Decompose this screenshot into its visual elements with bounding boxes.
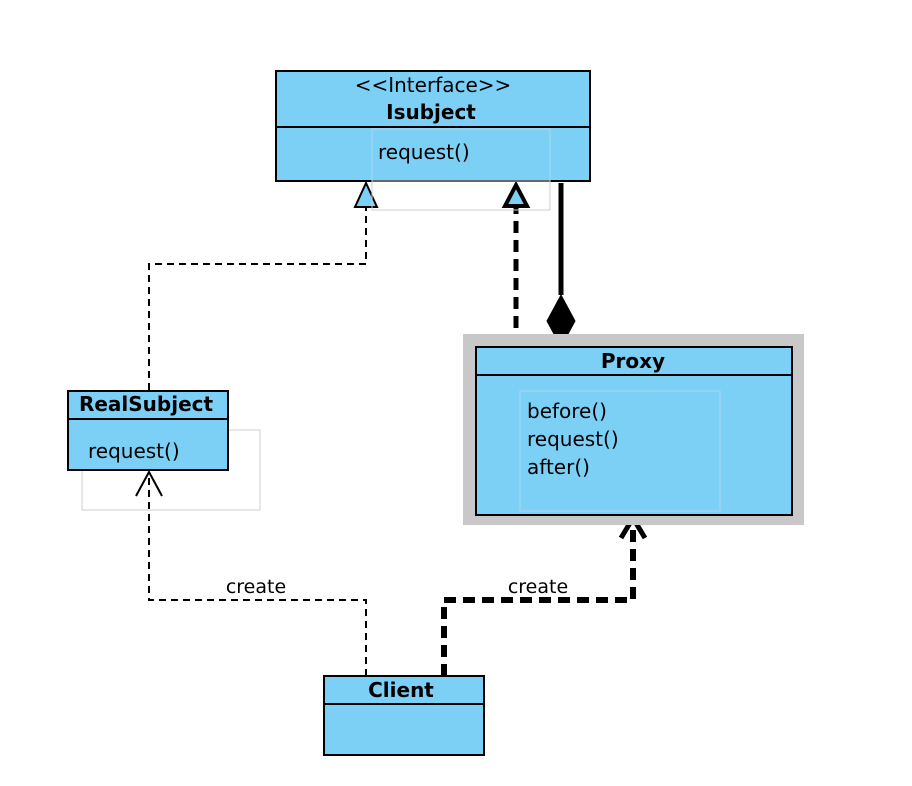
composition-proxy-isubject[interactable] <box>546 183 576 349</box>
operation-after: after() <box>527 455 590 479</box>
class-proxy[interactable]: Proxy before() request() after() <box>463 334 804 525</box>
operation-request: request() <box>527 427 619 451</box>
realization-arrowhead <box>501 180 531 208</box>
create-label-realsubject: create <box>226 576 286 598</box>
class-box <box>67 390 229 471</box>
interface-stereotype: <<Interface>> <box>355 73 512 97</box>
open-arrowhead <box>135 469 163 497</box>
class-realsubject[interactable]: RealSubject request() <box>67 390 261 511</box>
class-name: Client <box>368 678 434 702</box>
class-client[interactable]: Client <box>323 675 485 756</box>
create-label-proxy: create <box>508 576 568 598</box>
class-name: Proxy <box>601 349 665 373</box>
realization-arrowhead <box>353 180 379 208</box>
ghost-bounds <box>371 180 551 211</box>
class-isubject[interactable]: <<Interface>> Isubject request() <box>275 70 591 211</box>
operation-before: before() <box>527 399 607 423</box>
class-name: RealSubject <box>79 392 214 416</box>
class-name: Isubject <box>386 100 476 124</box>
realization-proxy-to-isubject[interactable] <box>501 180 531 347</box>
realization-realsubject-to-isubject[interactable] <box>148 180 379 390</box>
operation-request: request() <box>88 439 180 463</box>
operations-bounds <box>519 390 721 512</box>
operation-request: request() <box>378 140 470 164</box>
dependency-client-to-realsubject[interactable] <box>135 469 367 676</box>
class-box <box>323 675 485 756</box>
